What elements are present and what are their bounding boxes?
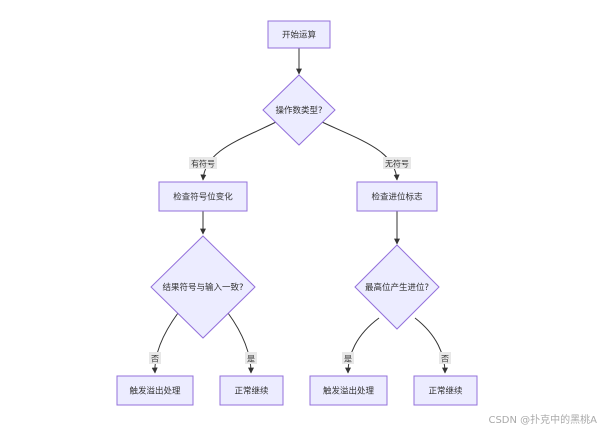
edge-label-right-no-text: 否 (441, 355, 449, 364)
node-check-carry[interactable]: 检查进位标志 (356, 181, 438, 212)
edge-label-left-no: 否 (149, 352, 161, 364)
node-overflow-right-label: 触发溢出处理 (323, 386, 375, 397)
edge-labels: 有符号 无符号 否 是 是 否 (149, 157, 451, 364)
edge-operand-type-to-check-sign (200, 121, 277, 181)
node-sign-consistent-label: 结果符号与输入一致? (162, 282, 243, 293)
node-normal-left[interactable]: 正常继续 (219, 375, 284, 406)
edge-label-left-yes: 是 (245, 352, 257, 364)
node-msb-carry-label: 最高位产生进位? (365, 282, 429, 293)
node-normal-right[interactable]: 正常继续 (413, 375, 478, 406)
edge-label-right-yes: 是 (342, 352, 354, 364)
node-overflow-left-label: 触发溢出处理 (129, 386, 181, 397)
edge-label-signed: 有符号 (189, 157, 217, 169)
edge-msb-carry-to-normal-right (414, 317, 448, 374)
node-check-carry-label: 检查进位标志 (371, 192, 423, 203)
edge-label-left-no-text: 否 (151, 355, 159, 364)
node-start[interactable]: 开始运算 (267, 20, 331, 49)
edge-label-left-yes-text: 是 (247, 355, 255, 364)
node-sign-consistent[interactable]: 结果符号与输入一致? (150, 235, 256, 339)
edge-msb-carry-to-overflow-right (345, 317, 380, 374)
edges (151, 48, 448, 374)
node-normal-left-label: 正常继续 (234, 386, 269, 397)
node-msb-carry[interactable]: 最高位产生进位? (354, 244, 440, 330)
nodes: 开始运算 操作数类型? 检查符号位变化 检查进位标志 结果符号与输入一致? 最高… (116, 20, 478, 406)
node-normal-right-label: 正常继续 (428, 386, 463, 397)
edge-label-unsigned: 无符号 (383, 157, 411, 169)
node-check-sign[interactable]: 检查符号位变化 (158, 181, 248, 212)
node-overflow-right[interactable]: 触发溢出处理 (309, 375, 388, 406)
edge-operand-type-to-check-carry (321, 121, 400, 181)
node-start-label: 开始运算 (282, 30, 317, 41)
edge-label-right-yes-text: 是 (344, 355, 352, 364)
edge-sign-consistent-to-overflow-left (151, 312, 179, 374)
watermark-text: CSDN @扑克中的黑桃A (488, 415, 597, 426)
edge-sign-consistent-to-normal-left (227, 312, 254, 374)
edge-label-signed-text: 有符号 (191, 159, 215, 169)
node-operand-type[interactable]: 操作数类型? (262, 74, 336, 146)
edge-label-unsigned-text: 无符号 (385, 159, 409, 169)
edge-label-right-no: 否 (439, 352, 451, 364)
node-operand-type-label: 操作数类型? (275, 105, 322, 116)
node-check-sign-label: 检查符号位变化 (173, 192, 233, 203)
node-overflow-left[interactable]: 触发溢出处理 (116, 375, 194, 406)
